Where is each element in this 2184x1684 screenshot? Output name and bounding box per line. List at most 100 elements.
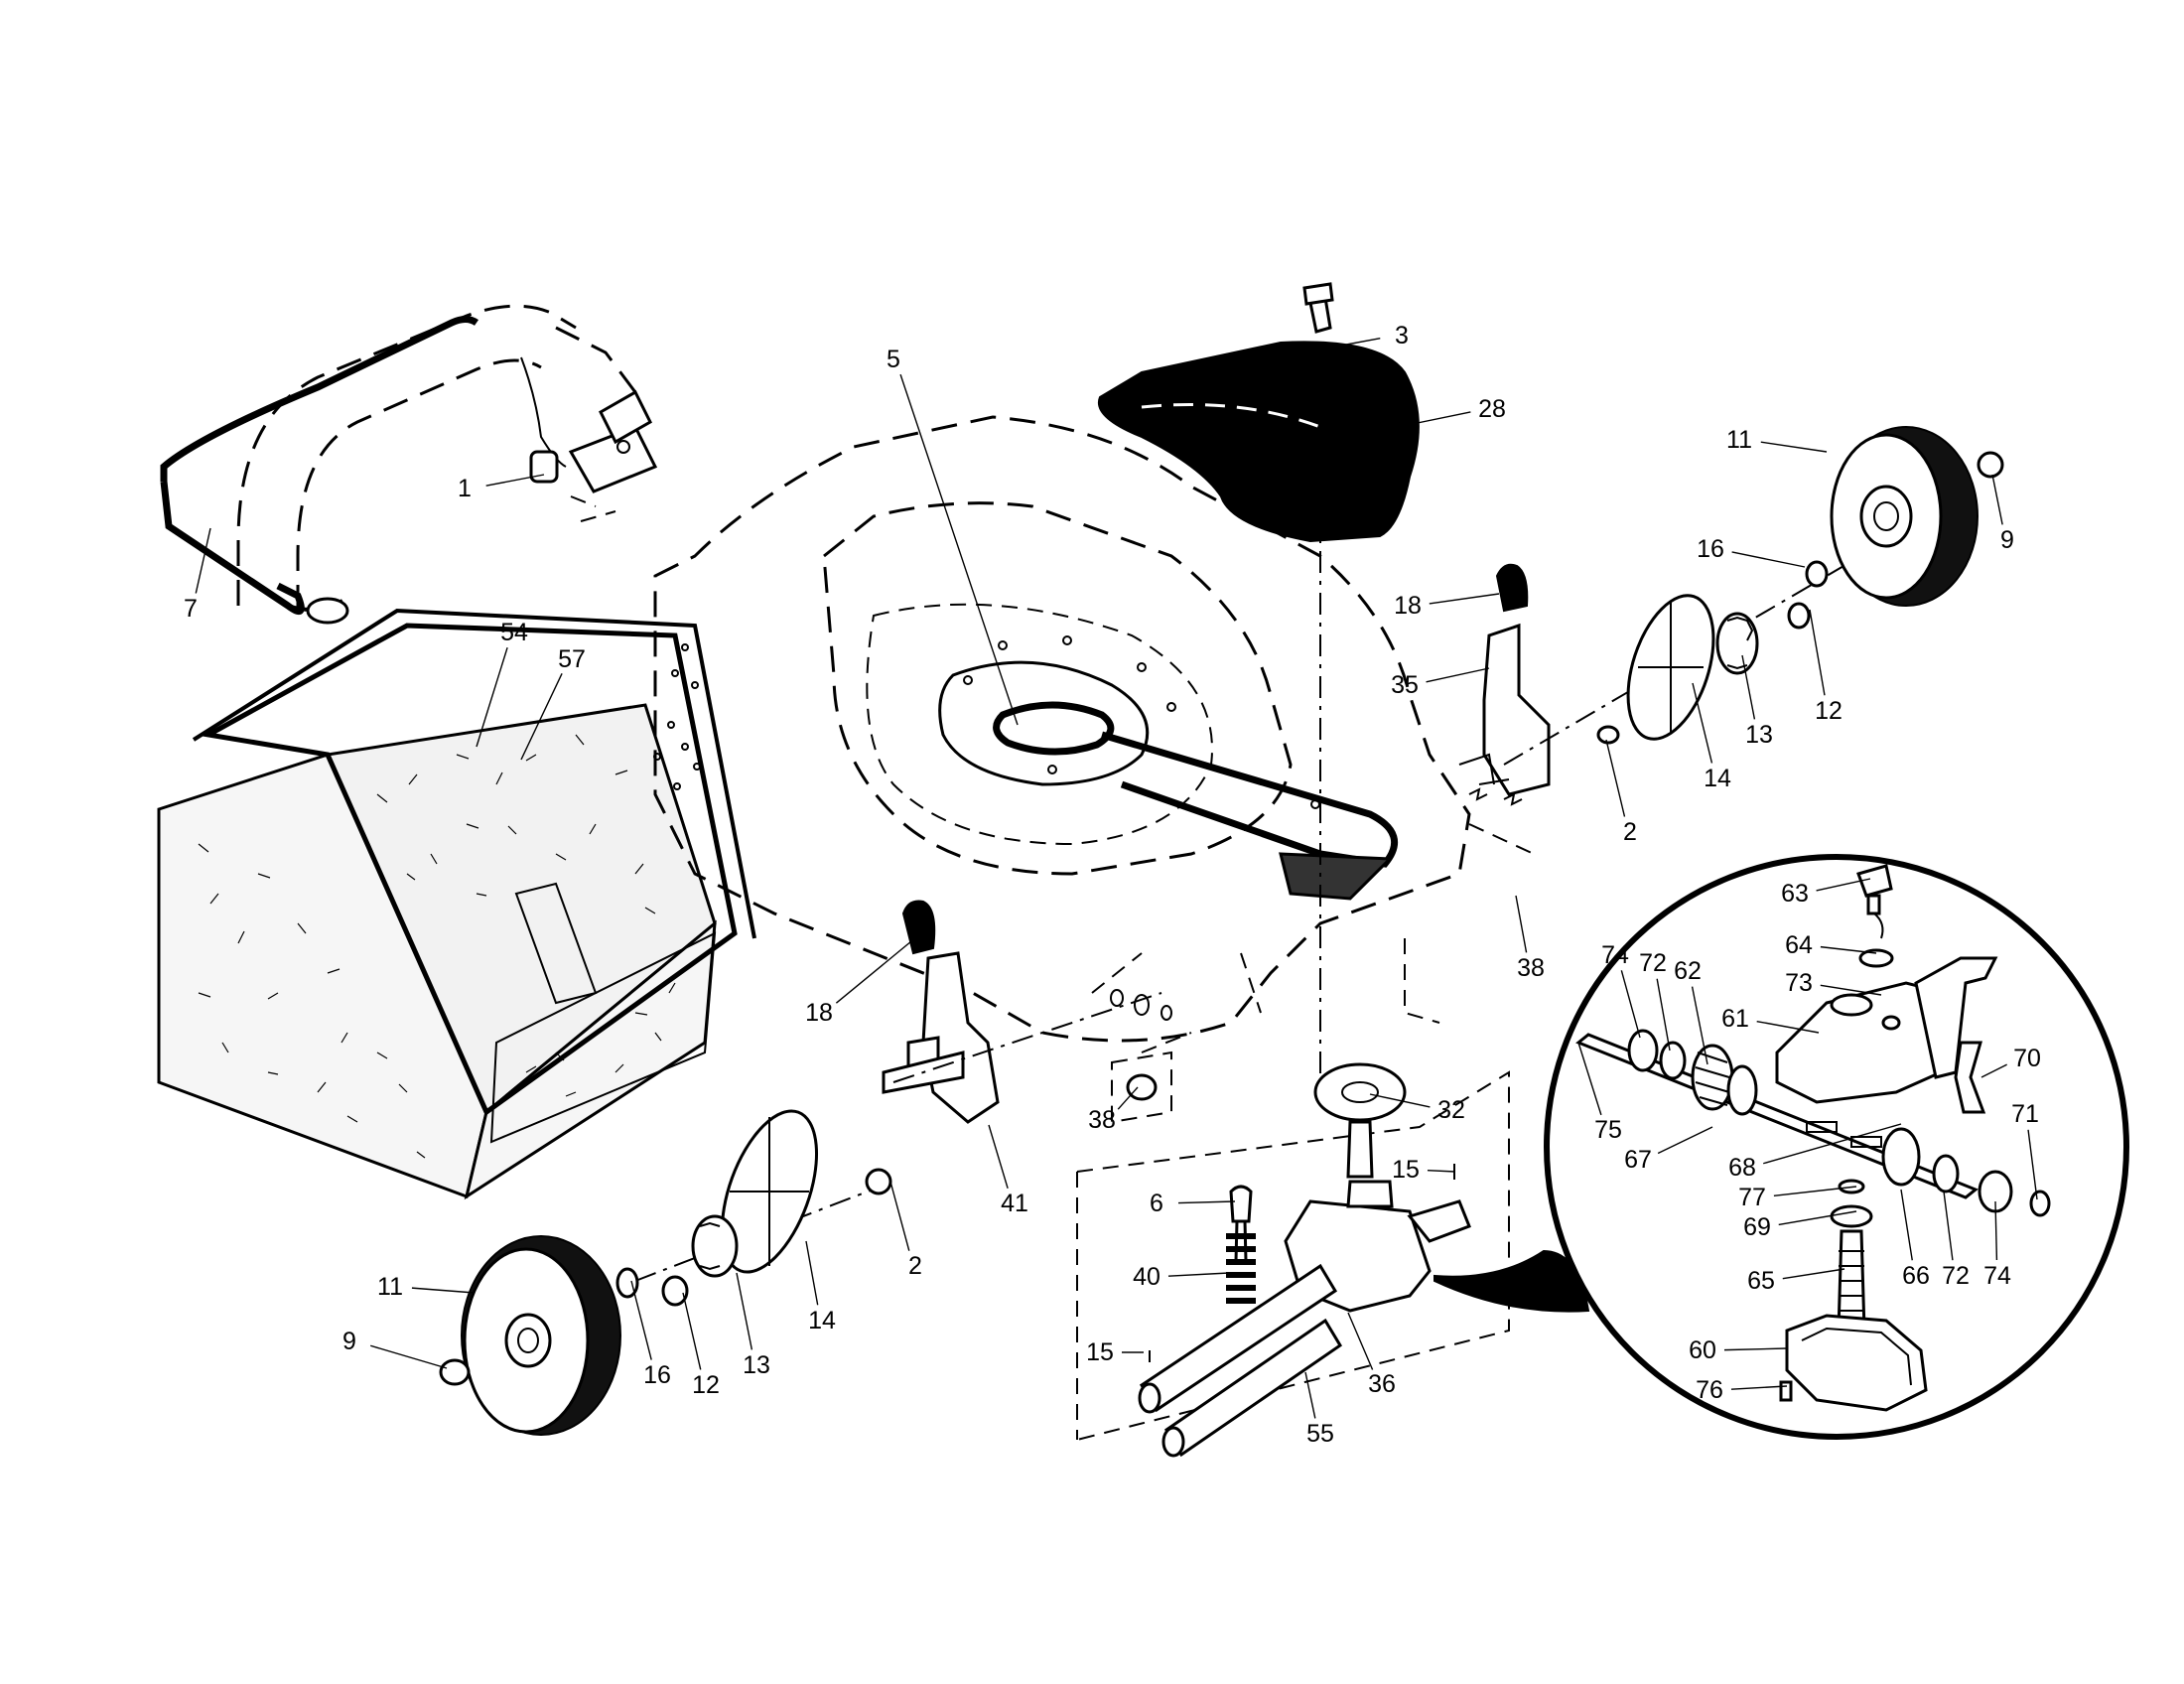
leader-line (520, 672, 563, 761)
callout-13: 13 (736, 1272, 770, 1379)
callout-69: 69 (1743, 1210, 1857, 1241)
callout-2: 2 (889, 1181, 922, 1280)
callout-3: 3 (1329, 322, 1409, 350)
callout-number: 2 (908, 1252, 922, 1280)
callout-66: 66 (1900, 1189, 1930, 1290)
callout-number: 14 (808, 1307, 836, 1334)
leader-line (1656, 978, 1671, 1052)
callout-67: 67 (1624, 1126, 1713, 1174)
callout-number: 74 (1601, 941, 1629, 969)
leader-line (899, 373, 1019, 726)
rear-height-adjuster (1458, 563, 1551, 806)
leader-line (1760, 441, 1828, 453)
callout-number: 65 (1747, 1267, 1775, 1295)
callout-38: 38 (1515, 895, 1545, 982)
grass-bag (157, 608, 756, 1200)
callout-number: 74 (1983, 1262, 2011, 1290)
callout-6: 6 (1150, 1190, 1236, 1217)
callout-64: 64 (1785, 931, 1877, 959)
callout-9: 9 (342, 1328, 448, 1369)
leader-line (195, 527, 211, 594)
callout-73: 73 (1785, 969, 1882, 997)
leader-line (1731, 551, 1806, 568)
callout-15: 15 (1392, 1156, 1456, 1184)
callout-41: 41 (988, 1124, 1028, 1217)
callout-71: 71 (2011, 1100, 2039, 1200)
callout-12: 12 (1809, 609, 1843, 725)
callout-number: 36 (1368, 1370, 1396, 1398)
callout-number: 66 (1902, 1262, 1930, 1290)
leader-line (736, 1272, 753, 1350)
callout-number: 18 (1394, 592, 1422, 620)
callout-65: 65 (1747, 1267, 1845, 1295)
callout-number: 38 (1517, 954, 1545, 982)
callout-5: 5 (887, 346, 1019, 726)
callout-35: 35 (1391, 667, 1490, 699)
leader-line (1991, 474, 2003, 525)
leader-line (1692, 682, 1713, 764)
leader-line (370, 1344, 448, 1369)
callout-number: 13 (743, 1351, 770, 1379)
leader-line (1347, 1312, 1374, 1370)
callout-61: 61 (1721, 1005, 1820, 1034)
mower-deck (653, 415, 1535, 1053)
leader-line (1943, 1191, 1954, 1261)
callout-40: 40 (1133, 1263, 1230, 1291)
callout-number: 9 (342, 1328, 356, 1355)
callout-number: 41 (1001, 1190, 1028, 1217)
leader-line (1763, 1123, 1902, 1165)
callout-number: 18 (805, 999, 833, 1027)
leader-line (1723, 1347, 1788, 1351)
leader-line (1756, 1020, 1820, 1034)
callout-number: 70 (2013, 1045, 2041, 1072)
callout-32: 32 (1369, 1093, 1465, 1124)
leader-line (1657, 1126, 1713, 1155)
callout-55: 55 (1304, 1371, 1334, 1448)
leader-line (1515, 895, 1528, 953)
callout-number: 77 (1738, 1184, 1766, 1211)
leader-line (1900, 1189, 1913, 1261)
callout-72: 72 (1942, 1191, 1970, 1290)
cable-clip (520, 356, 658, 522)
callout-number: 16 (643, 1361, 671, 1389)
callout-number: 61 (1721, 1005, 1749, 1033)
discharge-cover (1097, 282, 1420, 1092)
leader-line (476, 646, 508, 748)
callout-number: 9 (2000, 526, 2014, 554)
leader-line (1304, 1371, 1316, 1419)
leader-line (988, 1124, 1009, 1190)
callout-number: 28 (1478, 395, 1506, 423)
callout-number: 72 (1639, 949, 1667, 977)
leader-line (1691, 986, 1708, 1065)
leader-line (1605, 739, 1626, 817)
callout-9: 9 (1991, 474, 2014, 554)
right-rear-wheel (1503, 426, 2004, 766)
leader-line (805, 1240, 819, 1306)
leader-line (1426, 667, 1490, 683)
callout-11: 11 (377, 1273, 476, 1301)
callout-number: 40 (1133, 1263, 1160, 1291)
leader-line (2027, 1129, 2038, 1200)
callout-number: 12 (1815, 697, 1843, 725)
callout-57: 57 (520, 645, 586, 761)
callout-number: 15 (1392, 1156, 1420, 1184)
leader-line (835, 940, 912, 1004)
callout-number: 63 (1781, 880, 1809, 908)
callout-7: 7 (184, 527, 211, 623)
leader-line (1809, 609, 1826, 696)
leader-line (1167, 1272, 1230, 1277)
callout-number: 54 (500, 619, 528, 646)
callout-number: 12 (692, 1371, 720, 1399)
callout-60: 60 (1689, 1336, 1788, 1364)
callout-number: 35 (1391, 671, 1419, 699)
callout-16: 16 (630, 1280, 671, 1389)
leader-line (1741, 654, 1756, 720)
leader-line (1730, 1385, 1788, 1390)
callout-54: 54 (476, 619, 528, 748)
callout-1: 1 (458, 474, 545, 502)
leader-line (1778, 1210, 1857, 1226)
callout-14: 14 (1692, 682, 1731, 792)
callout-number: 72 (1942, 1262, 1970, 1290)
leader-line (682, 1292, 702, 1370)
callout-number: 57 (558, 645, 586, 673)
